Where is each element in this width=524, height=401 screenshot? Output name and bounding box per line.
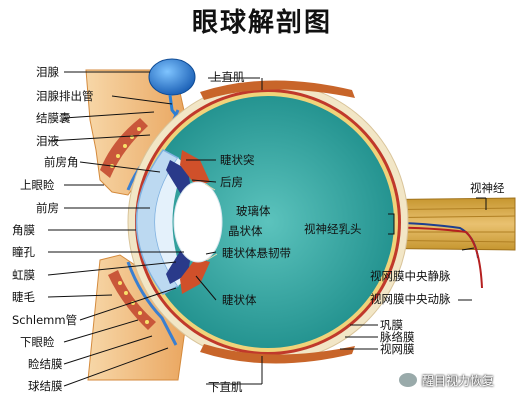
watermark-text: 醒目视力恢复	[422, 373, 495, 388]
label-lens: 晶状体	[228, 224, 263, 238]
label-lacrimal-duct: 泪腺排出管	[36, 89, 94, 103]
label-optic-disc: 视神经乳头	[304, 222, 362, 236]
label-central-retinal-vein: 视网膜中央静脉	[370, 269, 451, 283]
label-cornea: 角膜	[12, 223, 35, 237]
lacrimal-duct-shape	[168, 94, 178, 116]
leader-lines	[47, 71, 487, 387]
lower-conjunctiva	[126, 261, 178, 346]
label-zonule: 睫状体悬韧带	[222, 246, 291, 260]
label-posterior-chamber: 后房	[220, 175, 243, 189]
label-vitreous: 玻璃体	[236, 204, 271, 218]
label-eyelash: 睫毛	[12, 290, 35, 304]
upper-tarsal-gland	[100, 118, 148, 178]
lacrimal-gland-shape	[148, 58, 196, 96]
wechat-icon	[398, 372, 418, 388]
label-lacrimal-gland: 泪腺	[36, 65, 59, 79]
label-tears: 泪液	[36, 134, 59, 148]
superior-rectus-shape	[200, 80, 355, 100]
label-ciliary-body: 睫状体	[222, 293, 257, 307]
watermark: 醒目视力恢复	[398, 369, 520, 391]
label-iris: 虹膜	[12, 268, 35, 282]
label-bulbar-conjunctiva: 球结膜	[28, 379, 63, 393]
vitreous-shape	[142, 96, 394, 348]
label-pupil: 瞳孔	[12, 245, 35, 259]
lens-shape	[173, 181, 223, 263]
label-inferior-rectus: 下直肌	[208, 380, 243, 394]
label-anterior-chamber-angle: 前房角	[44, 155, 79, 169]
label-schlemm-canal: Schlemm管	[12, 313, 78, 327]
label-sclera: 巩膜	[380, 318, 403, 332]
label-anterior-chamber: 前房	[36, 201, 59, 215]
label-palpebral-conjunctiva: 睑结膜	[28, 357, 63, 371]
label-choroid: 脉络膜	[380, 330, 415, 344]
label-retina: 视网膜	[380, 342, 415, 356]
lower-gland-dots	[118, 281, 149, 324]
anterior-chamber-shape	[155, 158, 185, 286]
label-optic-nerve: 视神经	[470, 181, 505, 195]
label-ciliary-process: 睫状突	[220, 153, 255, 167]
ciliary-body-lower-shape	[180, 258, 210, 294]
label-lower-eyelid: 下眼睑	[20, 335, 55, 349]
label-superior-rectus: 上直肌	[210, 70, 245, 84]
label-upper-eyelid: 上眼睑	[20, 178, 55, 192]
optic-nerve-fibers	[359, 207, 516, 243]
page-title: 眼球解剖图	[191, 8, 332, 38]
zonule-lines	[204, 183, 218, 261]
inferior-rectus-shape	[200, 344, 355, 364]
label-central-retinal-artery: 视网膜中央动脉	[370, 292, 451, 306]
optic-disc-shape	[388, 213, 395, 235]
ciliary-body-upper-shape	[180, 150, 210, 186]
label-conjunctival-sac: 结膜囊	[36, 111, 71, 125]
